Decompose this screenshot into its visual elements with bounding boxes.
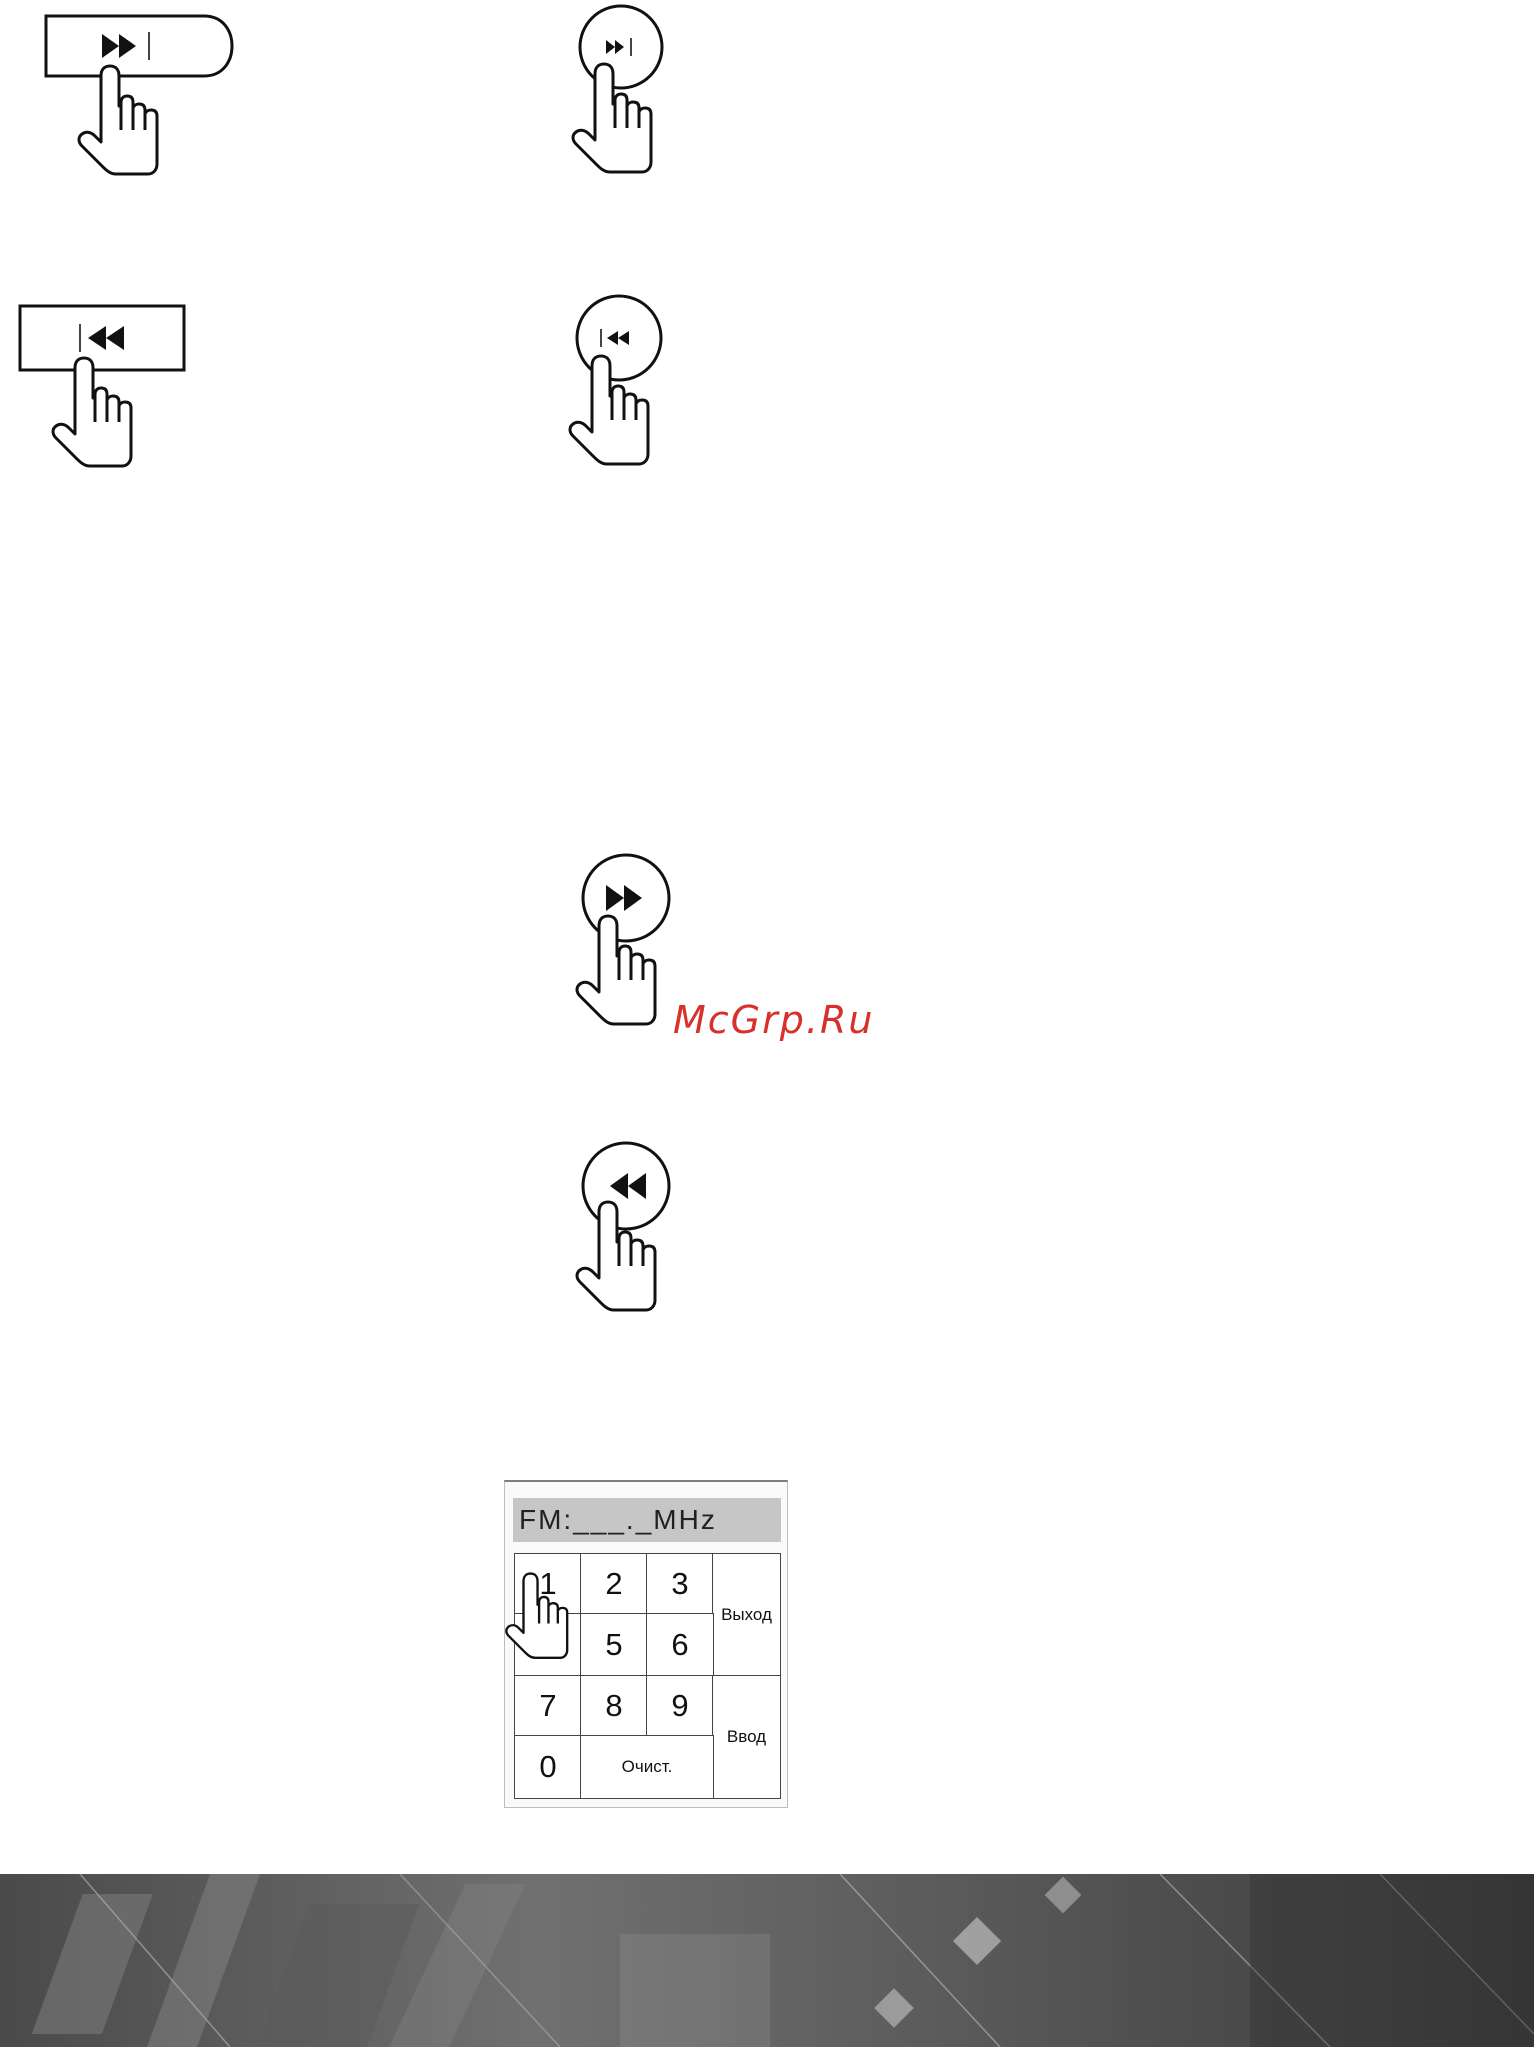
key-9[interactable]: 9: [646, 1675, 714, 1737]
pointing-hand-icon: [504, 1572, 594, 1662]
pointing-hand-icon: [53, 358, 131, 466]
previous-track-round-button-figure: [535, 294, 715, 474]
key-7[interactable]: 7: [514, 1675, 582, 1737]
fm-keypad: FM:___._MHz 1 2 3 Выход 5 6 7 8 9 Ввод 0…: [504, 1480, 790, 1807]
next-track-button-figure: [44, 14, 244, 174]
enter-key[interactable]: Ввод: [712, 1675, 781, 1799]
clear-key[interactable]: Очист.: [580, 1735, 714, 1799]
pointing-hand-icon: [79, 66, 157, 174]
next-track-button[interactable]: [46, 16, 232, 76]
rewind-button-figure: [572, 1142, 752, 1322]
watermark: McGrp.Ru: [673, 998, 874, 1042]
key-8[interactable]: 8: [580, 1675, 648, 1737]
key-3[interactable]: 3: [646, 1553, 714, 1615]
footer-decoration: [0, 1874, 1534, 2047]
key-6[interactable]: 6: [646, 1613, 714, 1677]
previous-track-button-figure: [18, 304, 218, 474]
next-track-round-button-figure: [540, 4, 720, 179]
exit-key[interactable]: Выход: [712, 1553, 781, 1677]
footer-band: [0, 1874, 1534, 2047]
fm-frequency-display: FM:___._MHz: [513, 1498, 781, 1542]
key-0[interactable]: 0: [514, 1735, 582, 1799]
